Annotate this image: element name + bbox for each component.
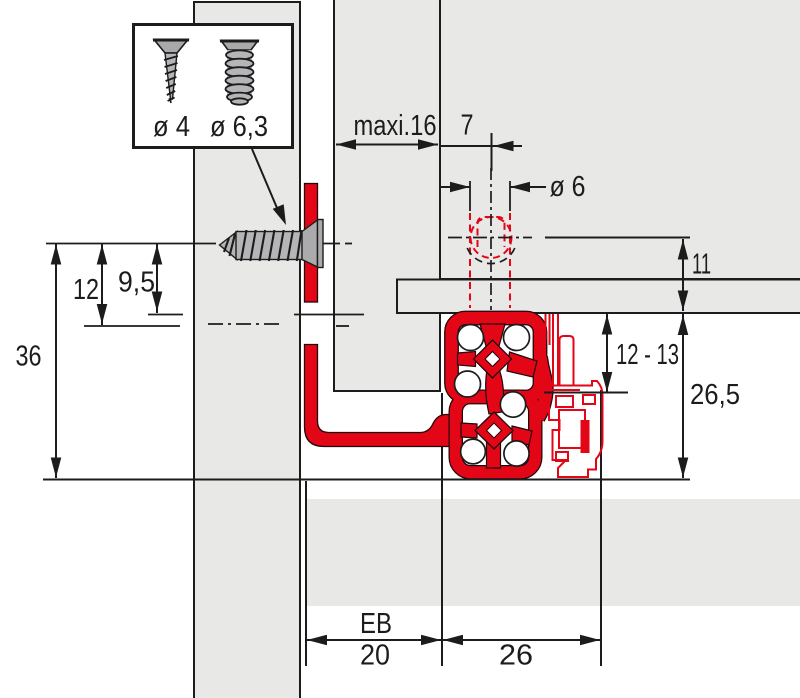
svg-text:7: 7 bbox=[461, 110, 474, 142]
svg-text:12: 12 bbox=[73, 274, 99, 306]
svg-text:9,5: 9,5 bbox=[118, 267, 155, 299]
svg-text:26: 26 bbox=[499, 640, 533, 672]
svg-text:20: 20 bbox=[360, 640, 390, 672]
svg-text:maxi.16: maxi.16 bbox=[354, 110, 437, 142]
svg-text:26,5: 26,5 bbox=[690, 379, 740, 411]
svg-text:ø 6: ø 6 bbox=[550, 171, 586, 203]
svg-text:ø 6,3: ø 6,3 bbox=[210, 111, 268, 143]
svg-text:12 - 13: 12 - 13 bbox=[616, 339, 679, 371]
svg-text:36: 36 bbox=[16, 341, 42, 373]
svg-text:ø 4: ø 4 bbox=[153, 111, 190, 143]
svg-text:11: 11 bbox=[692, 249, 711, 281]
svg-text:EB: EB bbox=[360, 608, 392, 640]
